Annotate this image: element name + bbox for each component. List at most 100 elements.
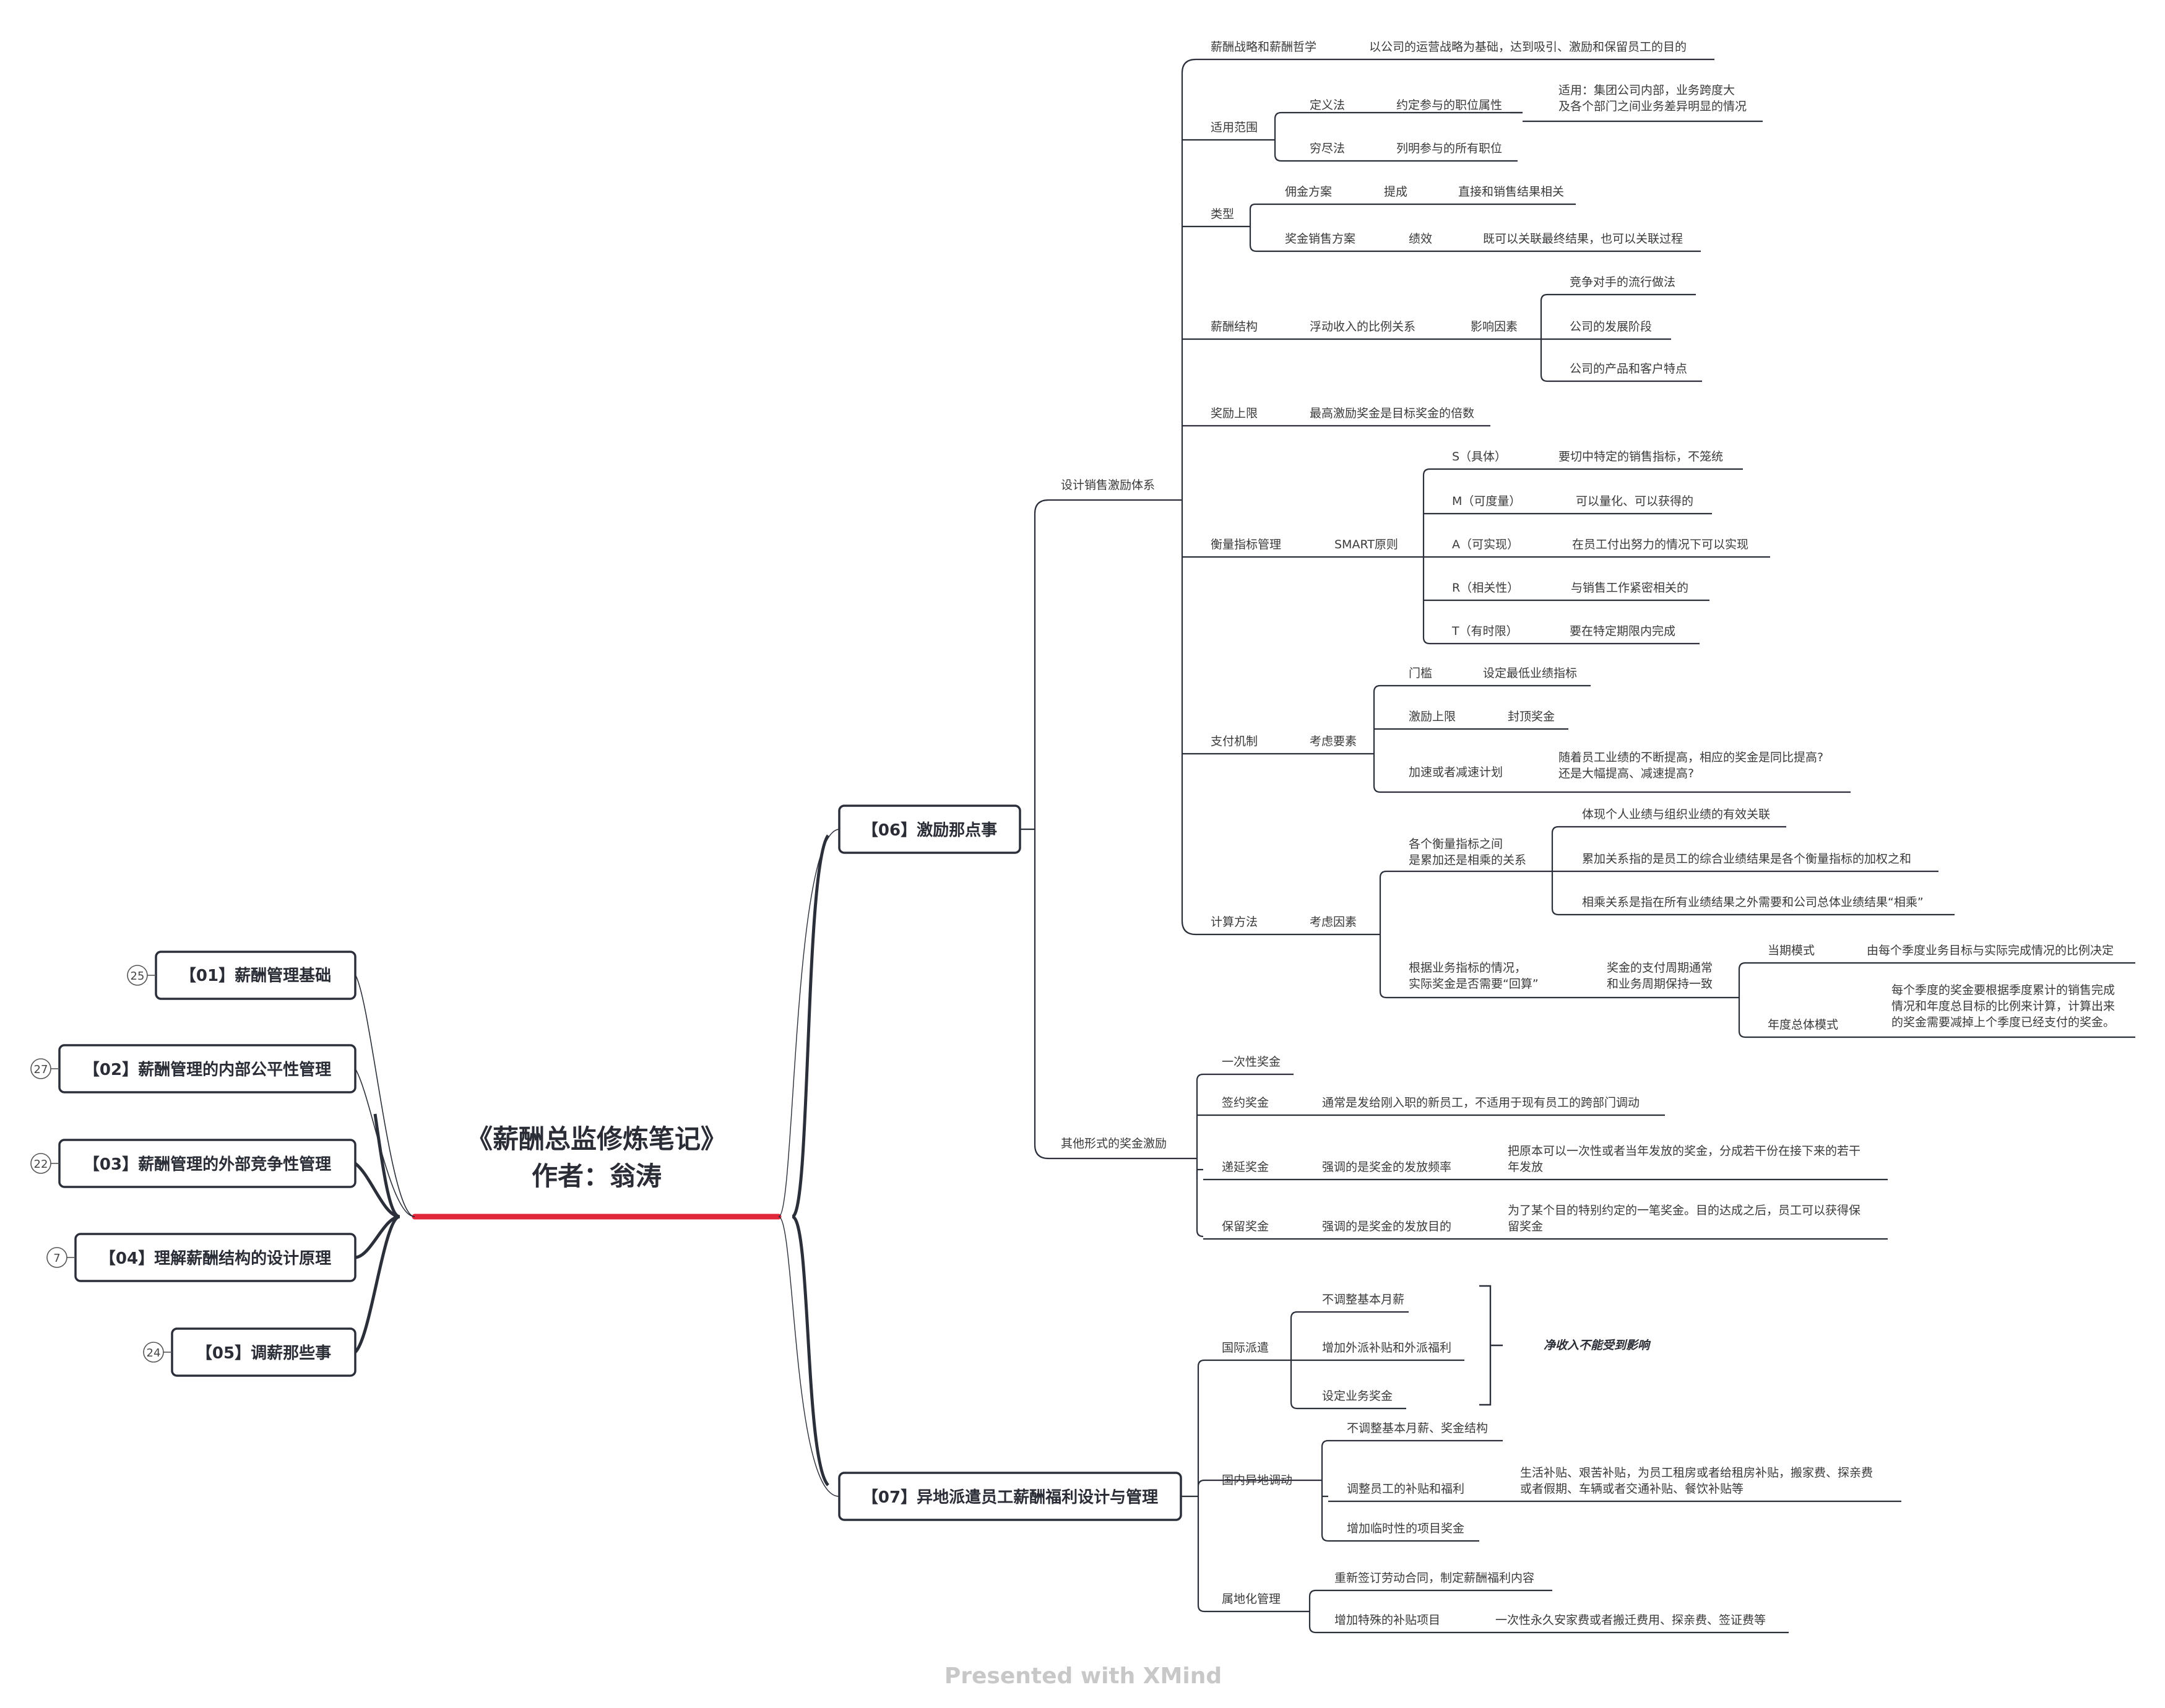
node-annual-text-2[interactable]: 情况和年度总目标的比例来计算，计算出来: [1891, 999, 2115, 1013]
node-retention-text-1[interactable]: 为了某个目的特别约定的一笔奖金。目的达成之后，员工可以获得保: [1508, 1204, 1860, 1217]
node-annual-text-1[interactable]: 每个季度的奖金要根据季度累计的销售完成: [1891, 983, 2115, 997]
node-pay-philosophy-text[interactable]: 以公司的运营战略为基础，达到吸引、激励和保留员工的目的: [1369, 40, 1687, 54]
node-accel-plan[interactable]: 加速或者减速计划: [1409, 766, 1503, 779]
node-relation-2[interactable]: 是累加还是相乘的关系: [1409, 853, 1526, 867]
node-retention-text-2[interactable]: 留奖金: [1508, 1220, 1543, 1233]
node-domestic-b-text-2[interactable]: 或者假期、车辆或者交通补贴、餐饮补贴等: [1520, 1482, 1744, 1496]
node-reward-cap[interactable]: 奖励上限: [1211, 407, 1258, 420]
node-commission[interactable]: 佣金方案: [1285, 185, 1332, 199]
node-deferred-text-2[interactable]: 年发放: [1508, 1160, 1543, 1174]
node-exhaust-method[interactable]: 穷尽法: [1310, 142, 1345, 155]
node-signing-bonus-text[interactable]: 通常是发给刚入职的新员工，不适用于现有员工的跨部门调动: [1322, 1096, 1640, 1110]
node-define-text[interactable]: 约定参与的职位属性: [1396, 98, 1502, 112]
node-current-mode-text[interactable]: 由每个季度业务目标与实际完成情况的比例决定: [1867, 944, 2114, 957]
node-local-b-text[interactable]: 一次性永久安家费或者搬迁费用、探亲费、签证费等: [1495, 1613, 1766, 1627]
node-relation-1[interactable]: 各个衡量指标之间: [1409, 837, 1503, 851]
node-smart-t-text[interactable]: 要在特定期限内完成: [1570, 624, 1675, 638]
node-smart-a-text[interactable]: 在员工付出努力的情况下可以实现: [1572, 538, 1748, 551]
node-backcalc-2[interactable]: 实际奖金是否需要“回算”: [1409, 977, 1539, 991]
node-smart-r[interactable]: R（相关性）: [1452, 581, 1519, 595]
left-topic-04-label: 【04】理解薪酬结构的设计原理: [100, 1249, 331, 1268]
node-domestic-transfer[interactable]: 国内异地调动: [1222, 1473, 1292, 1487]
node-pay-structure[interactable]: 薪酬结构: [1211, 320, 1258, 334]
node-float-ratio[interactable]: 浮动收入的比例关系: [1310, 320, 1415, 334]
node-pay-philosophy[interactable]: 薪酬战略和薪酬哲学: [1211, 40, 1316, 54]
node-intl-b[interactable]: 增加外派补贴和外派福利: [1322, 1341, 1451, 1355]
node-design-sales-incentive[interactable]: 设计销售激励体系: [1061, 478, 1155, 492]
node-backcalc-1[interactable]: 根据业务指标的情况，: [1409, 961, 1526, 975]
node-smart-a[interactable]: A（可实现）: [1452, 538, 1519, 551]
node-domestic-b[interactable]: 调整员工的补贴和福利: [1347, 1482, 1464, 1496]
node-intl-assignment[interactable]: 国际派遣: [1222, 1341, 1269, 1355]
node-bonus-a[interactable]: 绩效: [1409, 232, 1432, 246]
node-commission-a[interactable]: 提成: [1384, 185, 1407, 199]
central-title[interactable]: 《薪酬总监修炼笔记》: [467, 1124, 727, 1154]
node-scope[interactable]: 适用范围: [1211, 121, 1258, 134]
node-retention-bonus[interactable]: 保留奖金: [1222, 1220, 1269, 1233]
node-smart-t[interactable]: T（有时限）: [1451, 624, 1518, 638]
node-accel-text-1[interactable]: 随着员工业绩的不断提高，相应的奖金是同比提高?: [1558, 751, 1823, 764]
node-calc-factors[interactable]: 考虑因素: [1310, 915, 1357, 929]
node-bonus-plan[interactable]: 奖金销售方案: [1285, 232, 1355, 246]
node-localization[interactable]: 属地化管理: [1222, 1592, 1281, 1606]
node-local-b[interactable]: 增加特殊的补贴项目: [1334, 1613, 1440, 1627]
left-topic-03[interactable]: 【03】薪酬管理的外部竞争性管理 22: [30, 1139, 357, 1188]
node-relation-r1[interactable]: 体现个人业绩与组织业绩的有效关联: [1582, 808, 1770, 821]
node-annual-text-3[interactable]: 的奖金需要减掉上个季度已经支付的奖金。: [1891, 1016, 2115, 1029]
node-factor-1[interactable]: 竞争对手的流行做法: [1570, 275, 1675, 289]
node-smart-r-text[interactable]: 与销售工作紧密相关的: [1571, 581, 1688, 595]
right-topic-06[interactable]: 【06】激励那点事: [838, 804, 1021, 854]
node-once-bonus[interactable]: 一次性奖金: [1222, 1055, 1281, 1069]
node-reward-cap-text[interactable]: 最高激励奖金是目标奖金的倍数: [1310, 407, 1474, 420]
node-other-bonus[interactable]: 其他形式的奖金激励: [1061, 1137, 1167, 1150]
node-threshold-text[interactable]: 设定最低业绩指标: [1483, 666, 1577, 680]
node-domestic-a[interactable]: 不调整基本月薪、奖金结构: [1347, 1421, 1488, 1435]
left-topic-05[interactable]: 【05】调薪那些事 24: [143, 1327, 357, 1377]
node-threshold[interactable]: 门槛: [1409, 666, 1432, 680]
node-commission-b[interactable]: 直接和销售结果相关: [1458, 185, 1564, 199]
node-annual-mode[interactable]: 年度总体模式: [1768, 1018, 1838, 1032]
node-exhaust-text[interactable]: 列明参与的所有职位: [1396, 142, 1502, 155]
node-metrics[interactable]: 衡量指标管理: [1211, 538, 1281, 551]
node-retention-a[interactable]: 强调的是奖金的发放目的: [1322, 1220, 1451, 1233]
node-relation-r2[interactable]: 累加关系指的是员工的综合业绩结果是各个衡量指标的加权之和: [1582, 852, 1911, 866]
node-local-a[interactable]: 重新签订劳动合同，制定薪酬福利内容: [1334, 1571, 1534, 1585]
node-smart[interactable]: SMART原则: [1334, 538, 1398, 551]
node-smart-m[interactable]: M（可度量）: [1452, 494, 1521, 508]
node-factor-3[interactable]: 公司的产品和客户特点: [1570, 362, 1687, 376]
node-upper-limit-text[interactable]: 封顶奖金: [1508, 710, 1555, 723]
node-payment-elements[interactable]: 考虑要素: [1310, 735, 1357, 748]
node-period-1[interactable]: 奖金的支付周期通常: [1607, 961, 1713, 975]
node-smart-s[interactable]: S（具体）: [1452, 450, 1506, 464]
node-payment[interactable]: 支付机制: [1211, 735, 1258, 748]
left-topic-02[interactable]: 【02】薪酬管理的内部公平性管理 27: [30, 1044, 357, 1093]
node-domestic-c[interactable]: 增加临时性的项目奖金: [1347, 1522, 1464, 1535]
node-intl-c[interactable]: 设定业务奖金: [1322, 1389, 1393, 1403]
node-calc-method[interactable]: 计算方法: [1211, 915, 1258, 929]
left-topic-04[interactable]: 【04】理解薪酬结构的设计原理 7: [46, 1233, 357, 1282]
node-intl-summary[interactable]: 净收入不能受到影响: [1544, 1339, 1651, 1352]
right-topic-07[interactable]: 【07】异地派遣员工薪酬福利设计与管理: [838, 1472, 1182, 1521]
node-domestic-b-text-1[interactable]: 生活补贴、艰苦补贴，为员工租房或者给租房补贴，搬家费、探亲费: [1520, 1466, 1873, 1480]
node-intl-a[interactable]: 不调整基本月薪: [1322, 1293, 1404, 1306]
node-current-mode[interactable]: 当期模式: [1768, 944, 1815, 957]
node-deferred-text-1[interactable]: 把原本可以一次性或者当年发放的奖金，分成若干份在接下来的若干: [1508, 1144, 1860, 1158]
node-upper-limit[interactable]: 激励上限: [1409, 710, 1456, 723]
node-factor-2[interactable]: 公司的发展阶段: [1570, 320, 1652, 334]
node-deferred-a[interactable]: 强调的是奖金的发放频率: [1322, 1160, 1451, 1174]
left-topic-01[interactable]: 【01】薪酬管理基础 25: [127, 951, 357, 1000]
node-define-note-1[interactable]: 适用：集团公司内部，业务跨度大: [1558, 84, 1735, 97]
node-accel-text-2[interactable]: 还是大幅提高、减速提高?: [1558, 767, 1694, 780]
node-influence-factors[interactable]: 影响因素: [1471, 320, 1518, 334]
node-smart-m-text[interactable]: 可以量化、可以获得的: [1576, 494, 1693, 508]
node-types[interactable]: 类型: [1211, 207, 1234, 221]
node-define-method[interactable]: 定义法: [1310, 98, 1345, 112]
node-define-note-2[interactable]: 及各个部门之间业务差异明显的情况: [1558, 100, 1747, 113]
node-smart-s-text[interactable]: 要切中特定的销售指标，不笼统: [1558, 450, 1723, 464]
node-deferred-bonus[interactable]: 递延奖金: [1222, 1160, 1269, 1174]
node-signing-bonus[interactable]: 签约奖金: [1222, 1096, 1269, 1110]
node-relation-r3[interactable]: 相乘关系是指在所有业绩结果之外需要和公司总体业绩结果“相乘”: [1582, 895, 1924, 909]
node-period-2[interactable]: 和业务周期保持一致: [1607, 977, 1713, 991]
central-author[interactable]: 作者：翁涛: [532, 1161, 662, 1191]
node-bonus-b[interactable]: 既可以关联最终结果，也可以关联过程: [1483, 232, 1683, 246]
